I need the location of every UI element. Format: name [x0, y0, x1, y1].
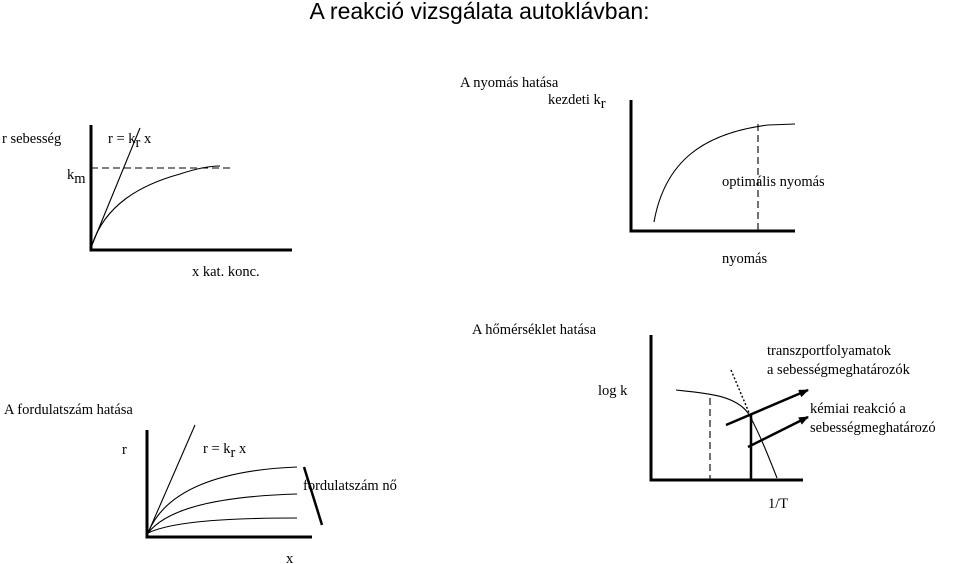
panel4-transport-label-line2: a sebességmeghatározók — [767, 362, 911, 378]
panel1-y-axis-label: r sebesség — [2, 131, 61, 147]
panel4-x-axis-label: 1/T — [768, 496, 788, 512]
panel3-curve-medium-speed — [147, 493, 298, 534]
panel1-x-axis-label: x kat. konc. — [192, 264, 260, 280]
panel-temperature-effect: A hőmérséklet hatása log k transzportfol… — [472, 322, 936, 512]
panel3-speed-increase-label: fordulatszám nő — [303, 478, 397, 494]
panel2-axes — [629, 100, 795, 233]
panel3-x-axis-label: x — [286, 551, 294, 564]
panel4-chemical-reaction-arrow — [747, 415, 809, 449]
panel-pressure-effect: A nyomás hatása kezdeti kr optimális nyo… — [460, 75, 825, 267]
panel1-initial-slope-line — [91, 127, 141, 246]
panel-catalyst-concentration: r sebesség r = kr x km x kat. konc. — [2, 125, 292, 280]
panel4-arrhenius-curve — [675, 389, 778, 479]
panel3-initial-slope-line — [147, 424, 196, 534]
panel4-chemical-label-line1: kémiai reakció a — [810, 401, 906, 417]
panel1-saturation-curve — [91, 165, 221, 246]
page-title: A reakció vizsgálata autoklávban: — [309, 0, 650, 24]
panel4-transport-label-line1: transzportfolyamatok — [767, 343, 892, 359]
panel3-axes — [145, 430, 312, 539]
panel3-curve-high-speed — [147, 466, 298, 534]
panel1-rate-equation: r = kr x — [108, 131, 152, 151]
panel2-x-axis-label: nyomás — [722, 251, 767, 267]
panel2-y-axis-label: kezdeti kr — [548, 92, 606, 112]
panel4-transport-asymptote-dotted — [730, 369, 754, 423]
panel4-chemical-label-line2: sebességmeghatározó — [810, 420, 936, 436]
panel3-title: A fordulatszám hatása — [4, 402, 133, 418]
panel4-transport-arrow — [725, 388, 809, 427]
panel3-y-axis-label: r — [122, 442, 127, 458]
panel1-km-label: km — [67, 167, 86, 187]
panel2-pressure-curve — [653, 123, 796, 223]
panel3-curve-low-speed — [147, 517, 298, 534]
panel4-title: A hőmérséklet hatása — [472, 322, 597, 338]
panel3-direction-arrow-line — [302, 466, 324, 526]
panel1-axes — [89, 125, 292, 252]
panel4-y-axis-label: log k — [598, 383, 628, 399]
panel3-rate-equation: r = kr x — [203, 441, 247, 461]
panel4-axes — [649, 335, 803, 482]
panel2-title: A nyomás hatása — [460, 75, 559, 91]
panel-stirring-speed-effect: A fordulatszám hatása r r = kr x fordula… — [4, 402, 397, 564]
panel2-optimum-label: optimális nyomás — [722, 174, 825, 190]
